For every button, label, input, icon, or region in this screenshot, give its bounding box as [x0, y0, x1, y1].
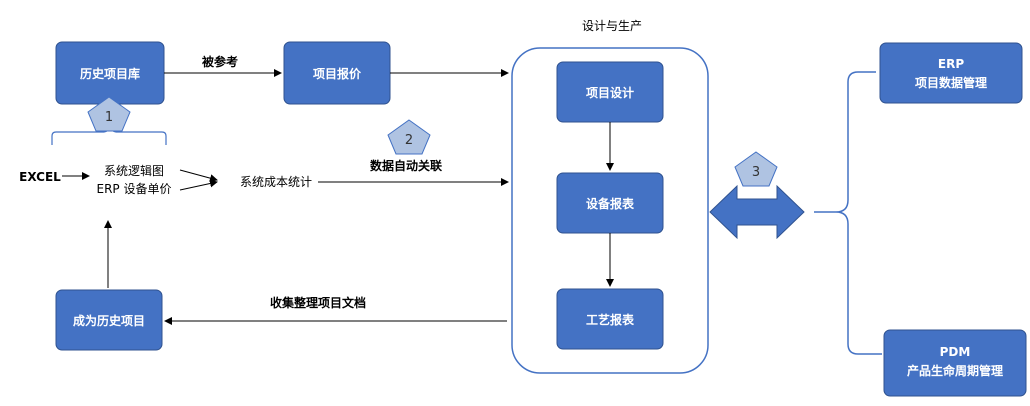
label-cost-stats: 系统成本统计 [240, 175, 312, 189]
node-design[interactable]: 项目设计 [556, 61, 664, 123]
svg-text:项目数据管理: 项目数据管理 [915, 75, 987, 90]
svg-text:3: 3 [752, 165, 760, 180]
label-auto-link: 数据自动关联 [370, 158, 442, 173]
node-history-lib[interactable]: 历史项目库 [55, 41, 165, 105]
svg-text:历史项目库: 历史项目库 [80, 66, 140, 81]
svg-text:成为历史项目: 成为历史项目 [73, 313, 145, 328]
svg-text:项目报价: 项目报价 [313, 66, 362, 81]
svg-text:2: 2 [405, 133, 413, 148]
node-quote[interactable]: 项目报价 [283, 41, 391, 105]
svg-text:1: 1 [105, 110, 113, 125]
double-arrow [709, 184, 805, 240]
svg-text:产品生命周期管理: 产品生命周期管理 [907, 363, 1003, 378]
node-equipment[interactable]: 设备报表 [556, 172, 664, 234]
svg-text:项目设计: 项目设计 [586, 85, 634, 100]
arrow-price-to-cost [179, 179, 218, 191]
node-process[interactable]: 工艺报表 [556, 288, 664, 350]
svg-text:工艺报表: 工艺报表 [586, 312, 635, 327]
arrow-logic-to-cost [179, 169, 218, 183]
node-erp[interactable]: ERP 项目数据管理 [879, 42, 1023, 104]
node-pdm[interactable]: PDM 产品生命周期管理 [883, 329, 1027, 397]
svg-text:设备报表: 设备报表 [586, 196, 635, 211]
label-logic-diagram: 系统逻辑图 [104, 164, 164, 178]
label-referenced: 被参考 [202, 54, 238, 69]
label-excel: EXCEL [19, 170, 61, 184]
bracket-erp-pdm [814, 71, 882, 355]
svg-text:PDM: PDM [940, 345, 971, 359]
svg-text:ERP: ERP [938, 57, 964, 71]
label-erp-price: ERP 设备单价 [97, 182, 172, 196]
group-title: 设计与生产 [582, 19, 642, 33]
label-collect-docs: 收集整理项目文档 [270, 295, 366, 310]
marker-1: 1 [87, 96, 131, 132]
marker-2: 2 [387, 119, 431, 155]
marker-3: 3 [734, 151, 778, 187]
node-become-history[interactable]: 成为历史项目 [55, 289, 163, 351]
